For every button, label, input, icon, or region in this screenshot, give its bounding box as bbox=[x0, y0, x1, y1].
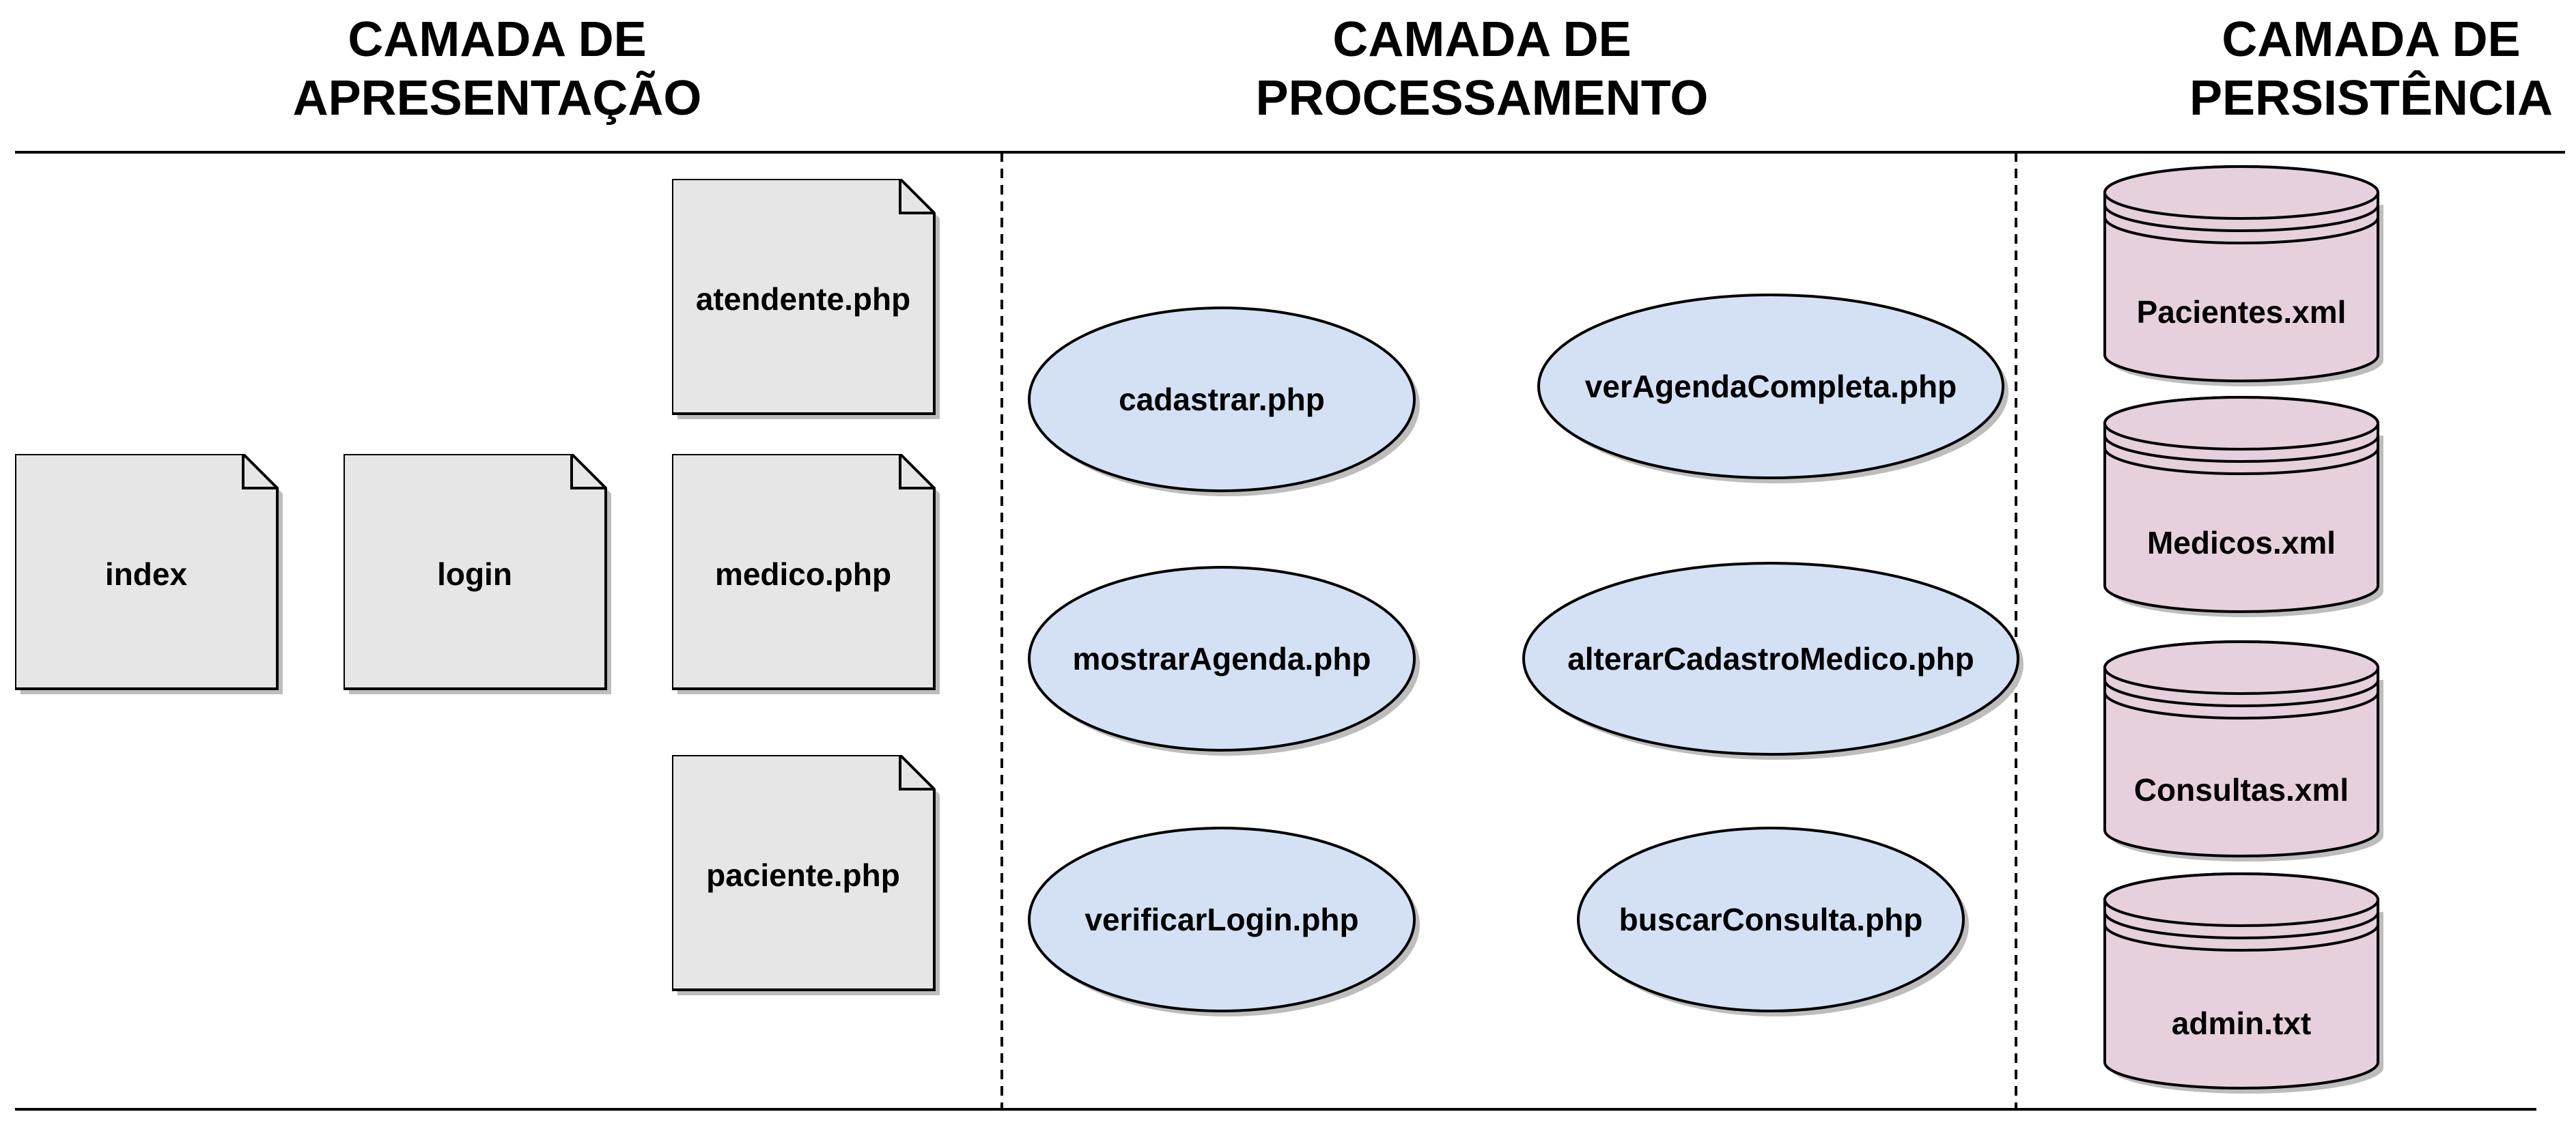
layer-title-line2: PROCESSAMENTO bbox=[1256, 71, 1709, 126]
process-label: verAgendaCompleta.php bbox=[1585, 369, 1957, 404]
database-medicos: Medicos.xml bbox=[2103, 396, 2383, 617]
document-label: atendente.php bbox=[696, 281, 910, 317]
process-label: mostrarAgenda.php bbox=[1072, 641, 1371, 677]
document-label: login bbox=[437, 556, 512, 592]
process-label: alterarCadastroMedico.php bbox=[1567, 641, 1974, 677]
layer-title-line1: CAMADA DE bbox=[348, 12, 646, 67]
layer-title-line2: APRESENTAÇÃO bbox=[293, 70, 702, 126]
database-label: Consultas.xml bbox=[2134, 772, 2349, 808]
document-paciente: paciente.php bbox=[672, 755, 941, 997]
database-label: admin.txt bbox=[2172, 1006, 2311, 1041]
process-mostrarAgenda: mostrarAgenda.php bbox=[1028, 566, 1420, 756]
document-label: medico.php bbox=[715, 556, 891, 592]
process-buscarConsulta: buscarConsulta.php bbox=[1577, 827, 1969, 1016]
document-label: index bbox=[105, 556, 188, 592]
database-label: Medicos.xml bbox=[2147, 525, 2336, 560]
layer-title-line2: PERSISTÊNCIA bbox=[2189, 70, 2553, 126]
document-index: index bbox=[15, 454, 284, 696]
document-atendente: atendente.php bbox=[672, 179, 941, 421]
database-pacientes: Pacientes.xml bbox=[2103, 165, 2383, 386]
layer-title-apresentacao: CAMADA DE APRESENTAÇÃO bbox=[293, 12, 702, 126]
layer-title-line1: CAMADA DE bbox=[1332, 12, 1631, 67]
process-label: cadastrar.php bbox=[1119, 382, 1325, 417]
layer-title-processamento: CAMADA DE PROCESSAMENTO bbox=[1256, 12, 1709, 126]
process-alterarCadastroMedico: alterarCadastroMedico.php bbox=[1522, 562, 2024, 760]
document-medico: medico.php bbox=[672, 454, 941, 696]
layer-title-persistencia: CAMADA DE PERSISTÊNCIA bbox=[2189, 12, 2553, 126]
process-verificarLogin: verificarLogin.php bbox=[1028, 827, 1420, 1016]
process-label: buscarConsulta.php bbox=[1619, 902, 1923, 937]
database-label: Pacientes.xml bbox=[2137, 294, 2347, 330]
process-cadastrar: cadastrar.php bbox=[1028, 307, 1420, 496]
layer-title-line1: CAMADA DE bbox=[2222, 12, 2520, 67]
process-verAgendaCompleta: verAgendaCompleta.php bbox=[1537, 294, 2008, 483]
database-consultas: Consultas.xml bbox=[2103, 640, 2383, 861]
document-login: login bbox=[344, 454, 613, 696]
process-label: verificarLogin.php bbox=[1084, 902, 1358, 937]
document-label: paciente.php bbox=[706, 857, 900, 893]
database-admin: admin.txt bbox=[2103, 872, 2383, 1094]
